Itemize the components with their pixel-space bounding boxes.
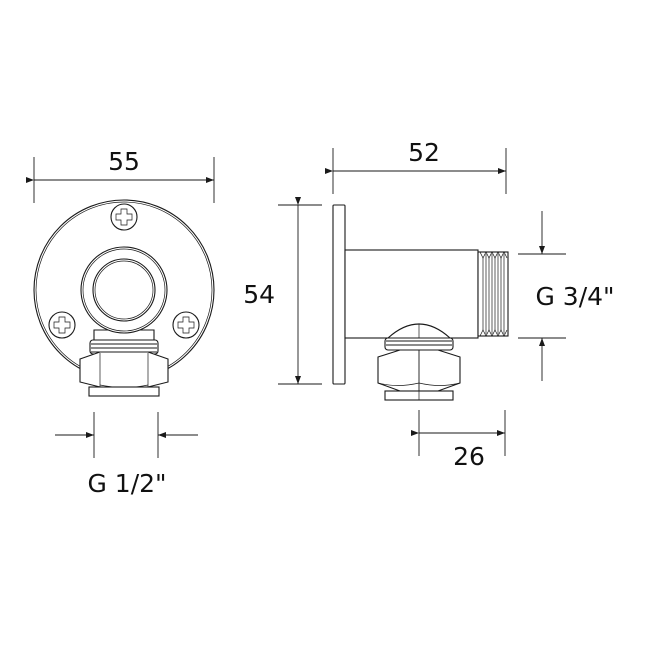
- screw-right-icon: [172, 311, 200, 339]
- side-view: 52 54: [243, 138, 614, 471]
- offset-label: 26: [453, 442, 485, 471]
- screw-left-icon: [48, 311, 76, 339]
- outlet-boss: [80, 246, 168, 346]
- male-thread: [477, 251, 509, 337]
- front-view: 55: [26, 147, 215, 498]
- screw-top-icon: [110, 203, 138, 231]
- depth-label: 52: [408, 138, 440, 167]
- hex-nut: [79, 351, 169, 397]
- offset-dimension: 26: [411, 410, 506, 471]
- depth-dimension: 52: [325, 138, 507, 194]
- inlet-thread-label: G 1/2": [87, 469, 166, 498]
- height-dimension: 54: [243, 197, 322, 385]
- outlet-thread-label: G 3/4": [535, 282, 614, 311]
- outlet-dimension: G 3/4": [518, 211, 615, 381]
- width-label: 55: [108, 147, 140, 176]
- width-dimension: 55: [26, 147, 215, 203]
- inlet-dimension: G 1/2": [55, 412, 198, 498]
- bottom-fitting: [377, 323, 461, 401]
- outlet-body: [344, 249, 479, 339]
- height-label: 54: [243, 280, 275, 309]
- wall-plate-side: [332, 204, 346, 385]
